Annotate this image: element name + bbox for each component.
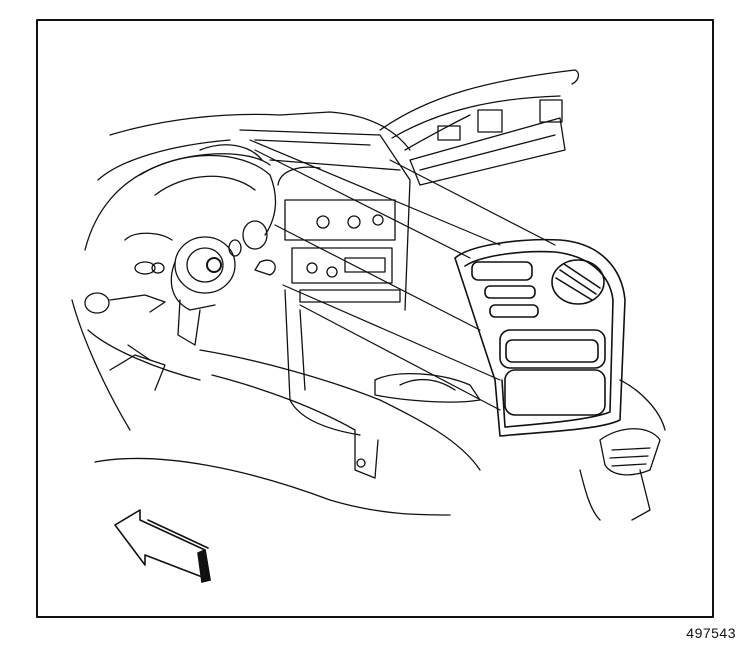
- defroster-vent: [409, 99, 566, 186]
- front-direction-arrow-icon: [114, 509, 211, 583]
- figure-number: 497543: [686, 625, 736, 641]
- steering-column: [170, 220, 276, 346]
- instrument-panel-trim-bezel: [454, 238, 626, 437]
- instrument-cluster-hood: [139, 144, 277, 236]
- alignment-lines: [249, 139, 556, 411]
- headlamp-switch: [84, 232, 173, 314]
- left-lower-panel: [71, 299, 481, 516]
- right-air-vent: [579, 379, 666, 521]
- shifter-boot: [374, 373, 481, 403]
- windshield-outline: [379, 69, 580, 151]
- center-console: [239, 129, 411, 436]
- dashboard-outline: [84, 111, 411, 251]
- figure-border: [36, 19, 714, 618]
